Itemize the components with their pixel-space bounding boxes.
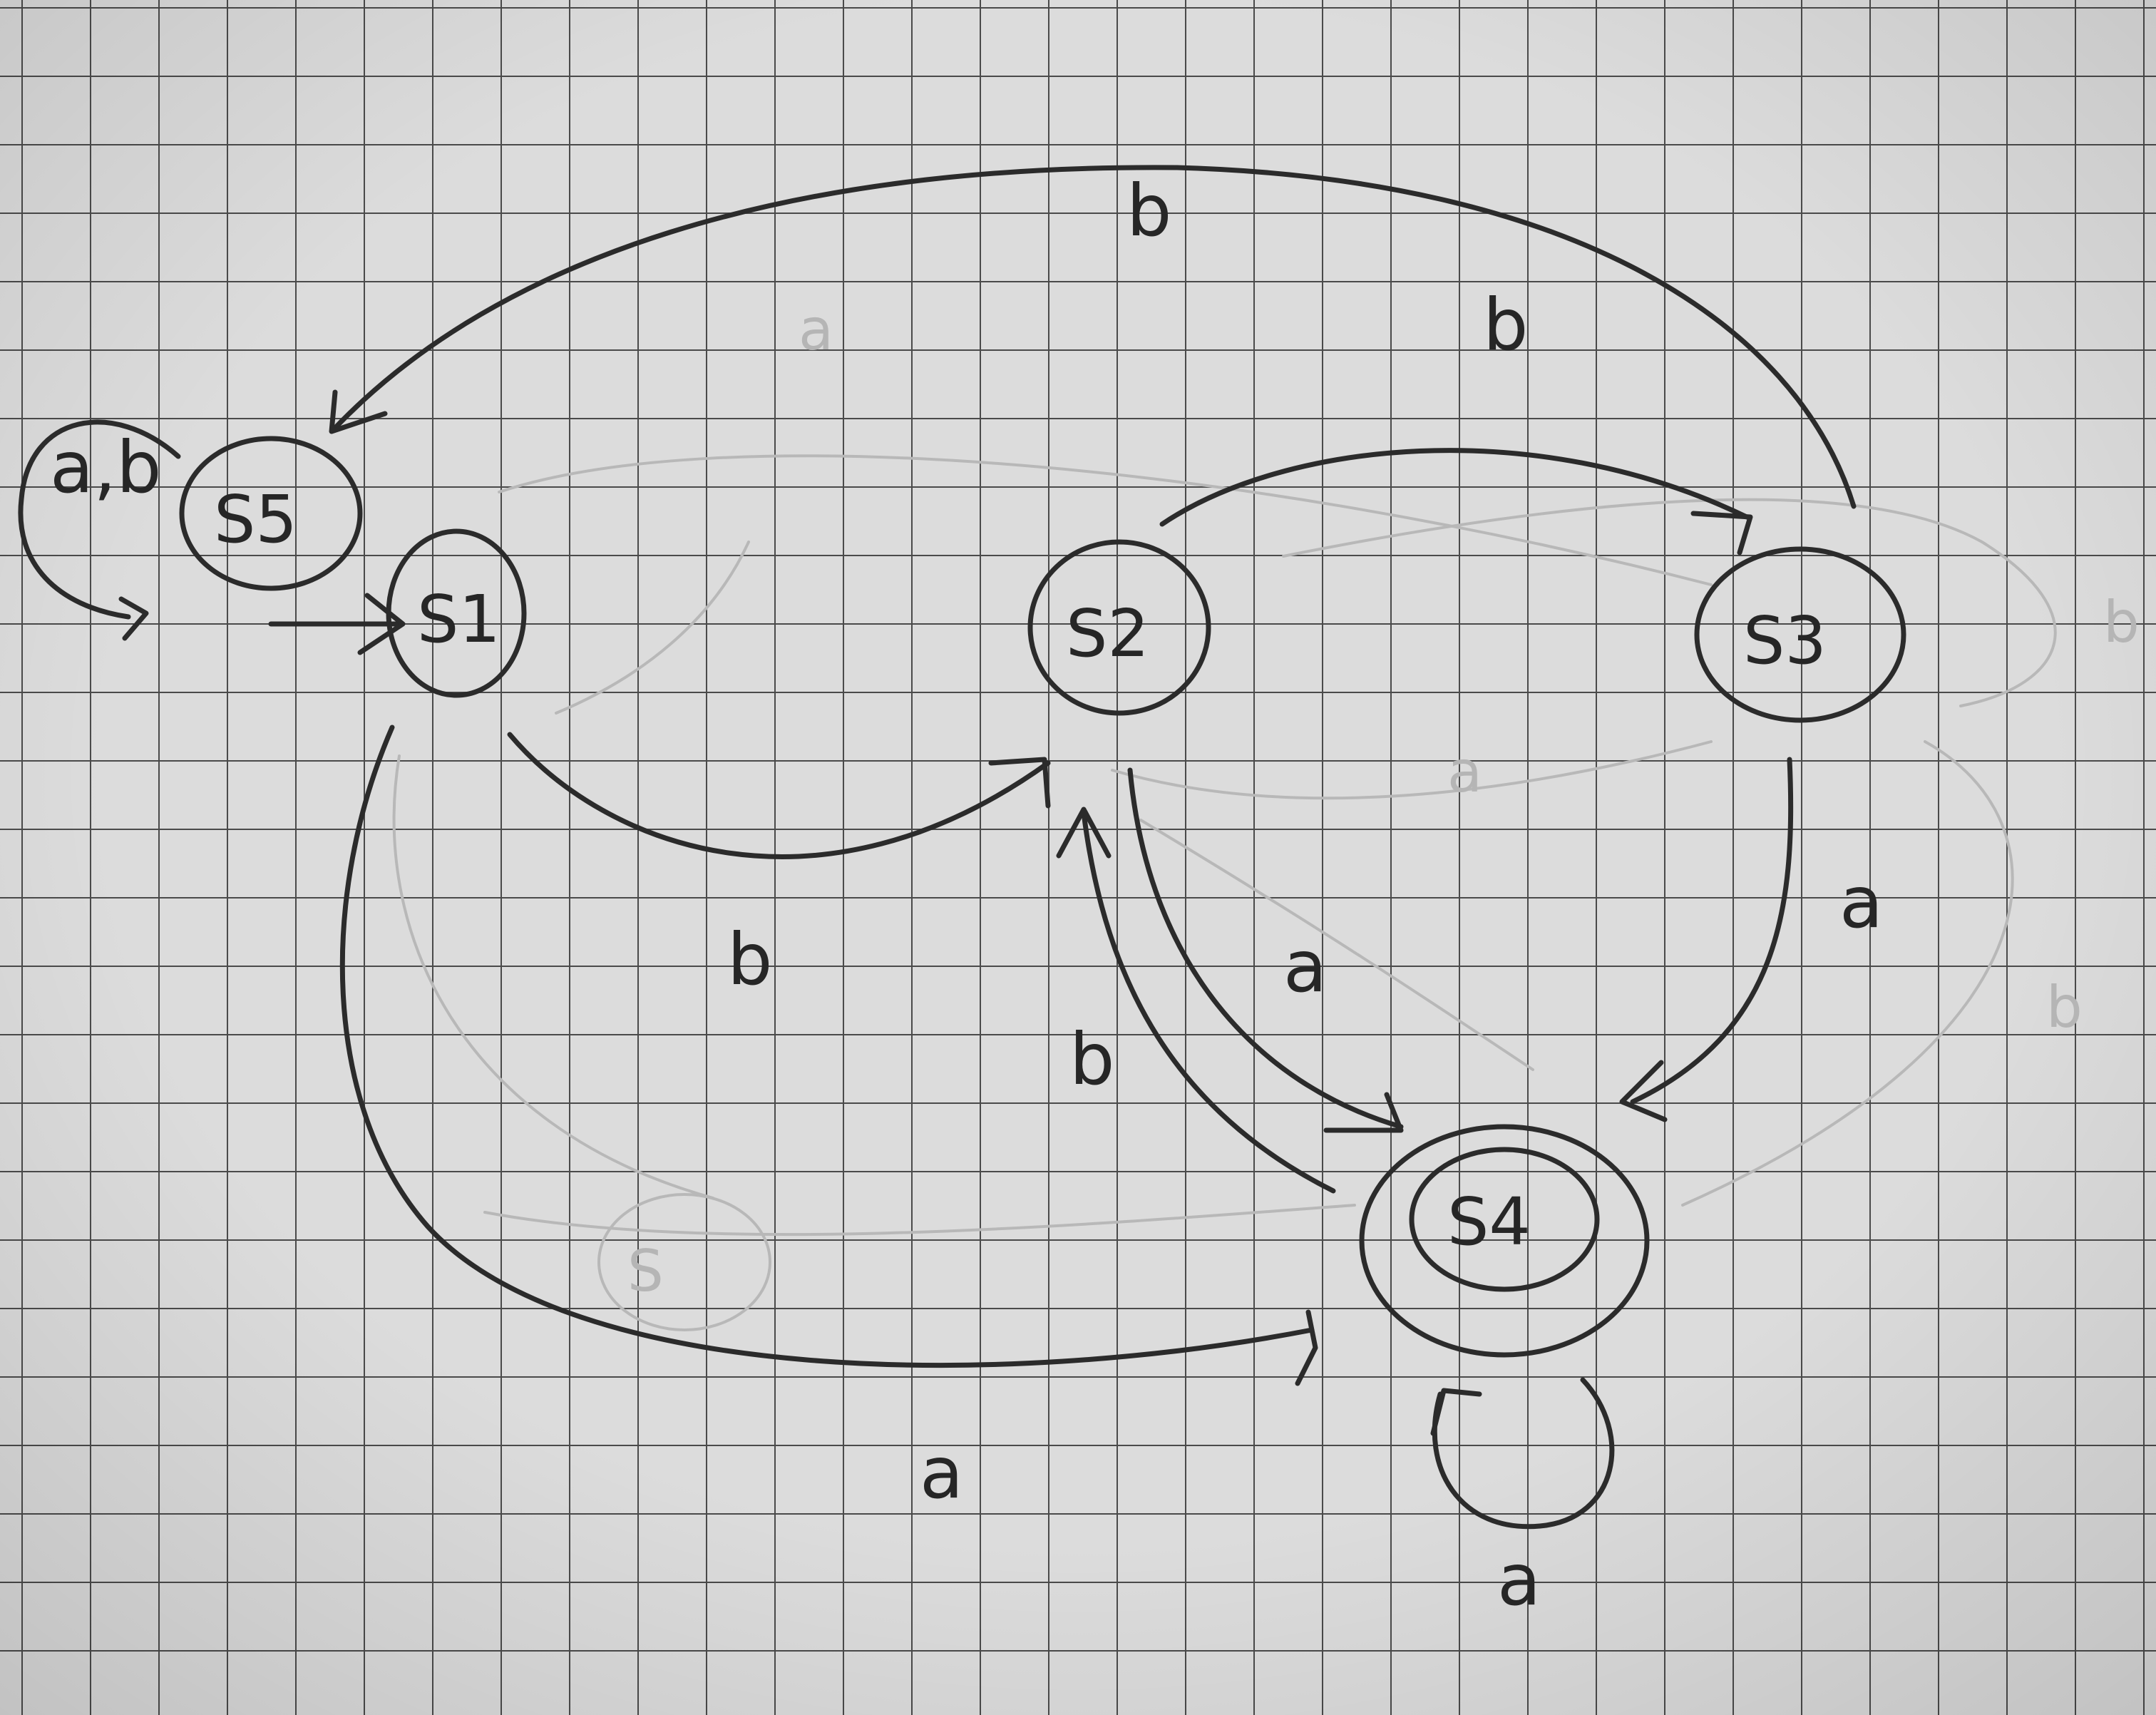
arrowhead-s1-s2 (988, 757, 1051, 809)
edges (18, 165, 1857, 1530)
arrowhead-s4-loop (1430, 1388, 1482, 1436)
erased-pencil-traces: a a b b S (392, 297, 2140, 1331)
state-s1-label: S1 (417, 581, 500, 657)
label-s1-s4: a (920, 1431, 963, 1515)
state-s2: S2 (1027, 539, 1211, 716)
edge-labels: a,b b a b a a b b a (50, 169, 1883, 1622)
transition-s3-s5 (329, 165, 1857, 509)
label-s4-loop: a (1497, 1538, 1541, 1622)
state-s4: S4 (1359, 1124, 1650, 1358)
label-s2-s3: b (1483, 283, 1528, 367)
label-s3-s5: b (1126, 169, 1171, 252)
states: S5 S1 S2 S3 S4 (179, 436, 1906, 1358)
arrowhead-s3-s4 (1619, 1060, 1668, 1122)
arrowhead-s2-s4 (1323, 1092, 1404, 1133)
arrowhead-s1-s4 (1295, 1309, 1318, 1386)
transition-s1-s4 (339, 725, 1318, 1386)
transition-s4-s2 (1056, 807, 1336, 1194)
svg-text:b: b (2046, 974, 2083, 1040)
arrowhead-s5-loop (118, 596, 149, 641)
state-s4-label: S4 (1447, 1184, 1531, 1260)
label-s3-s4: a (1839, 861, 1883, 944)
label-s4-s2: b (1069, 1018, 1114, 1101)
arrowhead-s3-s5 (329, 389, 388, 434)
transition-s1-s2 (507, 732, 1051, 859)
transition-s3-s4 (1619, 757, 1794, 1122)
state-s4-inner-ring (1409, 1147, 1600, 1292)
transition-s5-self-loop (18, 419, 181, 641)
svg-text:b: b (2103, 589, 2140, 655)
state-s1: S1 (386, 528, 527, 698)
state-s5-label: S5 (214, 481, 297, 558)
transition-s4-self-loop (1430, 1377, 1615, 1530)
state-s3-label: S3 (1743, 603, 1827, 679)
transition-s2-s4 (1127, 767, 1404, 1133)
svg-text:a: a (799, 297, 833, 363)
arrowhead-s2-s3 (1690, 511, 1753, 556)
initial-arrow (268, 593, 406, 655)
label-s2-s4: a (1283, 925, 1327, 1008)
state-s2-label: S2 (1066, 595, 1149, 672)
svg-text:S: S (627, 1238, 664, 1304)
state-s4-outer-ring (1359, 1124, 1650, 1358)
state-s5: S5 (179, 436, 363, 591)
initial-arrowhead (357, 593, 406, 655)
arrowhead-s4-s2 (1056, 807, 1112, 859)
state-s3: S3 (1694, 546, 1906, 723)
label-s1-s2: b (727, 918, 772, 1001)
svg-text:a: a (1447, 739, 1482, 805)
transition-s2-s3 (1159, 448, 1753, 556)
label-s5-loop: a,b (50, 426, 162, 509)
